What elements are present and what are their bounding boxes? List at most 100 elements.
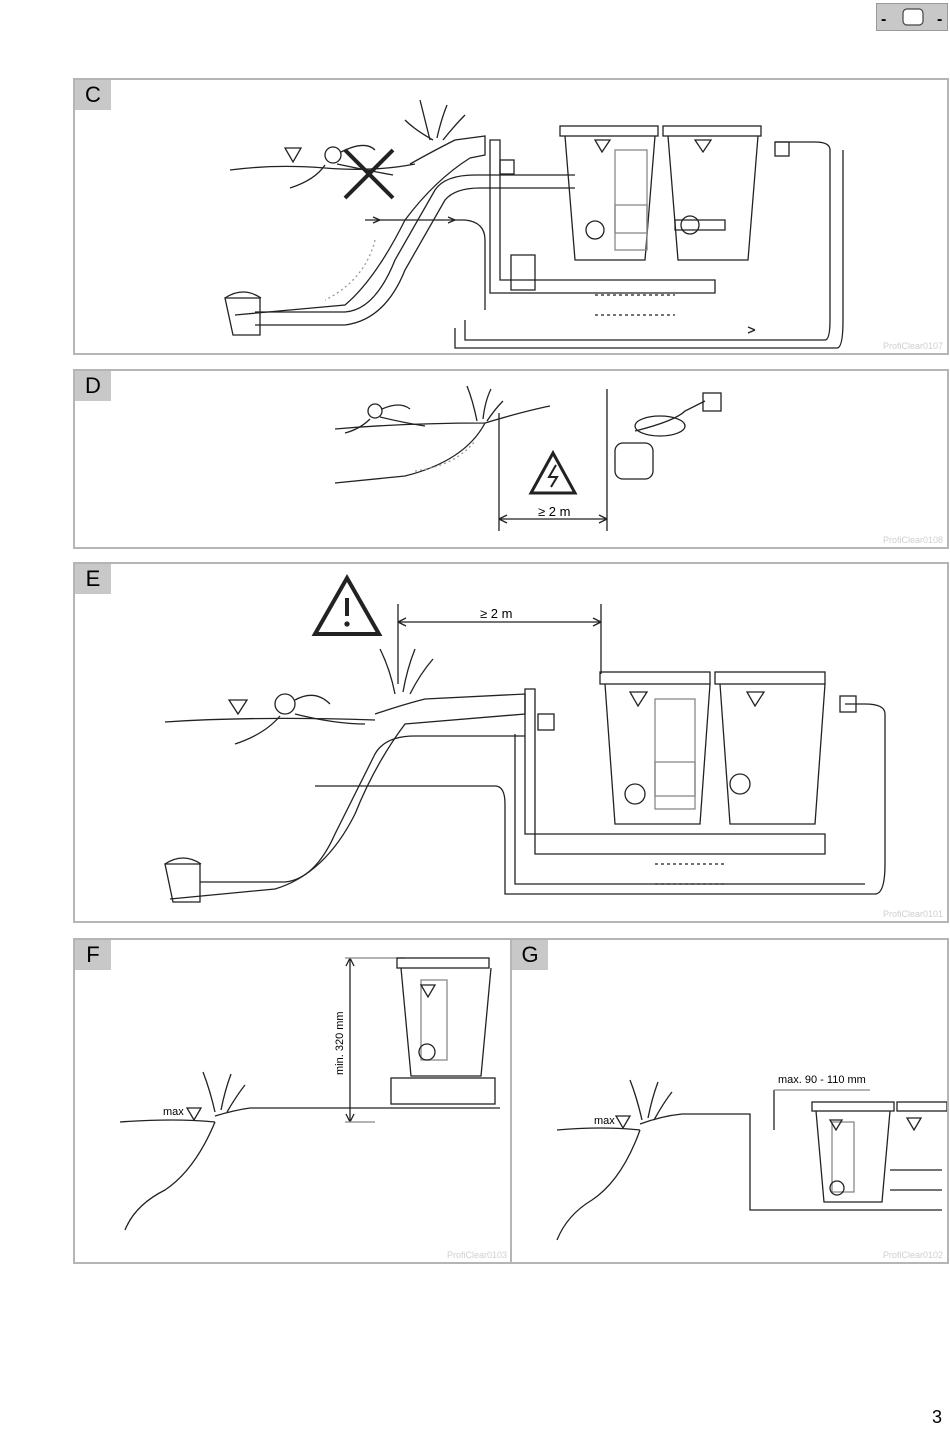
water-level-symbol [828,1119,844,1132]
return-pipe-inner [514,734,865,885]
max-water-level-label: max [594,1115,615,1127]
electric-warning-icon [528,449,578,495]
pump-icon [585,220,605,240]
pond-bank [124,1121,216,1231]
swimmer-head [367,403,383,419]
language-tab-left-dash: - [881,11,886,28]
filter-sponge [654,761,696,797]
pump-connector [674,219,726,231]
filter-media [654,698,696,810]
floor-drain [224,297,261,336]
filter-tank-left [604,683,711,825]
water-surface [164,717,376,723]
water-surface [334,405,551,430]
swimmer-head [274,693,296,715]
pond-bank [556,1129,641,1241]
panel-c: C [73,78,949,355]
dimension-label: min. 320 mm [334,1011,346,1075]
drain-fitting [510,254,536,291]
water-level-symbol [905,1117,923,1132]
filter-sponge [614,204,648,234]
water-level-symbol [745,691,766,708]
filter-lid [396,957,490,969]
pond-bank [169,693,526,900]
max-water-level-label: max [163,1106,184,1118]
flow-arrow [372,216,381,224]
panel-e-illustration: ≥ 2 m [164,573,886,903]
platform-base [390,1077,496,1105]
filter-tank [400,967,492,1077]
filter-lid-right [714,671,826,685]
foundation-wall [524,688,826,855]
distance-guide-lines [498,389,608,531]
water-surface [119,1119,216,1123]
water-level-symbol [614,1115,632,1130]
return-pipe-upper [365,219,486,310]
panel-f-code: ProfiClear0103 [446,1250,507,1260]
pump-motor-icon [680,215,700,235]
dimension-extension-lines [345,957,405,1123]
floor-drain-cap [164,857,202,865]
distance-label: ≥ 2 m [538,504,570,519]
return-pipe-loop-outer [454,150,844,349]
language-tab-box [902,8,924,26]
valve-icon [537,713,555,731]
valve-icon [499,159,515,175]
water-surface [556,1127,641,1131]
filter-media [420,979,448,1061]
panel-c-code: ProfiClear0107 [882,341,943,351]
valve-icon [774,141,790,157]
flow-arrow [747,326,756,334]
dimension-label: max. 90 - 110 mm [778,1074,866,1086]
pond-bank [334,422,486,484]
panel-e-code: ProfiClear0101 [882,909,943,919]
language-tab-graphic: - - [881,8,942,28]
pump-motor-icon [729,773,751,795]
panel-g-illustration: max max. 90 - 110 mm [556,1074,947,1241]
return-pipe-loop [315,703,886,895]
ground-surface [639,1113,942,1211]
level-lines [595,294,675,316]
pond-plant [404,99,466,141]
distance-arrowheads [498,514,608,524]
filter-lid-right [896,1101,947,1112]
suction-pipe-lower [255,187,575,326]
swimmer-body [344,404,426,434]
water-level-symbol [185,1107,203,1122]
dimension-arrowheads [345,957,355,1123]
swimmer-body [234,694,366,745]
warning-icon [311,573,383,636]
pond-plant [379,648,434,695]
flow-arrow [447,216,456,224]
language-tab-right-dash: - [937,11,942,28]
water-level-symbol [593,139,612,154]
panel-e: E ≥ 2 m ProfiClear0101 [73,562,949,923]
panel-d-code: ProfiClear0108 [882,535,943,545]
pond-bank [234,135,486,316]
pump-icon [624,783,646,805]
water-level-symbol [283,147,303,164]
distance-guide-lines [397,604,602,684]
panel-d-label: D [75,371,111,401]
filter-lid-right [662,125,762,137]
panel-f-illustration: max min. 320 mm [119,957,500,1231]
power-socket-icon [702,392,722,412]
panel-e-label: E [75,564,111,594]
cable-coil [634,415,686,437]
foundation-wall [489,139,716,294]
panel-c-label: C [75,80,111,110]
filter-tank [815,1110,891,1203]
level-lines [655,863,725,885]
filter-media [614,149,648,251]
lightning-bolt-icon [547,464,559,488]
page-number: 3 [931,1407,942,1427]
panel-f: F max min. 320 mm ProfiClear0103 [73,938,513,1264]
ground-surface [214,1107,500,1117]
water-level-symbol [628,691,649,708]
filter-lid-left [811,1101,895,1112]
panel-d: D ≥ 2 m ProfiClear0108 [73,369,949,549]
prohibited-x-icon [343,148,395,200]
panel-f-label: F [75,940,111,970]
language-tab: - - [876,3,948,31]
filter-tank-right [719,683,826,825]
